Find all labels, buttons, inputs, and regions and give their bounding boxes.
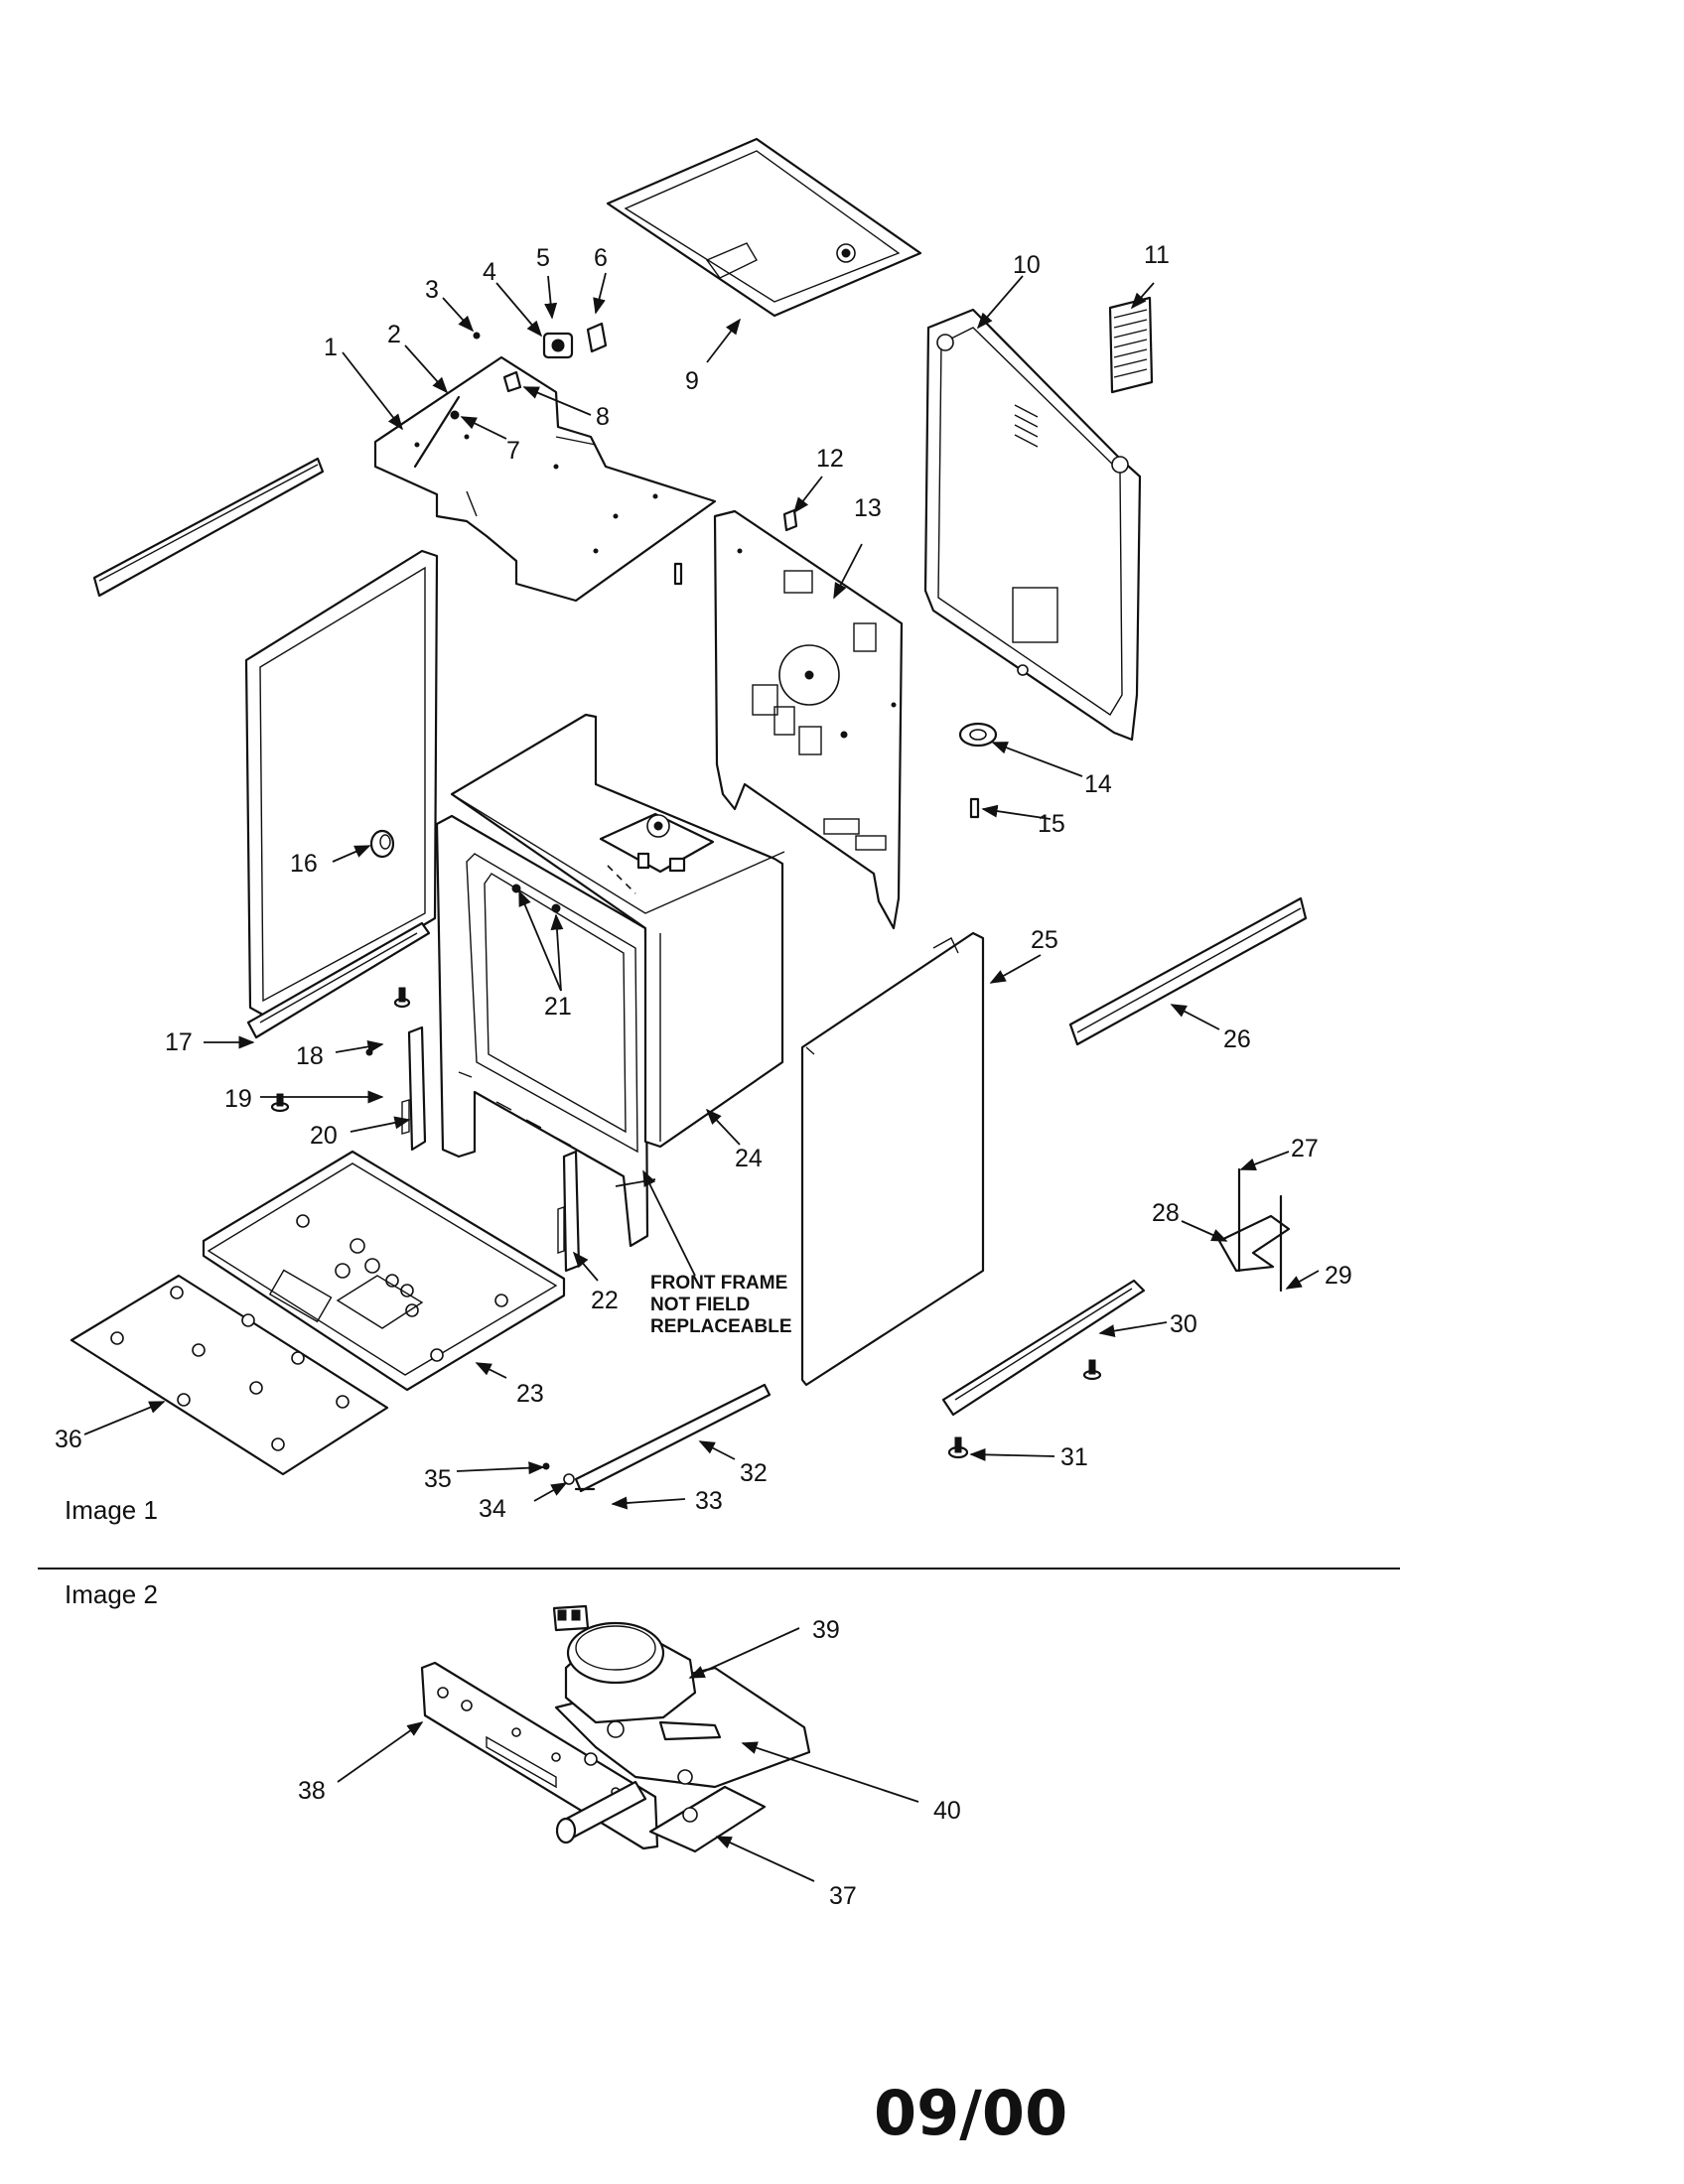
callout-30: 30 [1170, 1310, 1197, 1338]
callout-5: 5 [536, 244, 550, 272]
part-17-left-base-rail [246, 921, 431, 1039]
part-21-screw-b [551, 903, 561, 913]
callout-38: 38 [298, 1777, 326, 1805]
callout-32: 32 [740, 1459, 768, 1487]
part-21-screw-a [511, 884, 521, 893]
image-2-leader-lines [337, 1627, 919, 1882]
part-13-rear-inner-panel [713, 509, 904, 930]
callout-16: 16 [290, 850, 318, 878]
part-34-nut [563, 1473, 575, 1485]
callout-24: 24 [735, 1145, 763, 1172]
leader-lines [83, 272, 1320, 1510]
callout-23: 23 [516, 1380, 544, 1408]
callout-39: 39 [812, 1616, 840, 1644]
note-line-2: NOT FIELD [650, 1295, 750, 1315]
section-label-image-1: Image 1 [65, 1495, 158, 1525]
callout-25: 25 [1031, 926, 1058, 954]
part-oven-cavity [450, 713, 785, 1149]
part-left-side-panel [244, 549, 439, 1020]
part-leveling-foot [393, 987, 411, 1009]
note-line-3: REPLACEABLE [650, 1316, 792, 1337]
part-9-top-panel [606, 137, 922, 318]
part-25-right-side-panel [800, 931, 985, 1387]
part-26-right-trim-rail [1068, 896, 1308, 1046]
callout-9: 9 [685, 367, 699, 395]
callout-8: 8 [596, 403, 610, 431]
callout-20: 20 [310, 1122, 338, 1150]
part-11-vent-grille [1108, 296, 1154, 394]
part-6-clip [586, 322, 608, 353]
callout-13: 13 [854, 494, 882, 522]
part-7-screw [450, 410, 460, 420]
section-label-image-2: Image 2 [65, 1579, 158, 1609]
callout-22: 22 [591, 1287, 619, 1314]
part-tab [673, 562, 683, 586]
callout-17: 17 [165, 1028, 193, 1056]
callout-35: 35 [424, 1465, 452, 1493]
part-15-clip [969, 797, 980, 819]
callout-4: 4 [483, 258, 496, 286]
callout-19: 19 [224, 1085, 252, 1113]
part-23-bottom-tray [202, 1150, 566, 1392]
callout-40: 40 [933, 1797, 961, 1825]
part-20-hinge-bracket [401, 1025, 427, 1152]
part-30-right-base-rail [941, 1279, 1146, 1417]
callout-1: 1 [324, 334, 338, 361]
part-39-thermostat-housing [552, 1604, 697, 1724]
callout-33: 33 [695, 1487, 723, 1515]
callout-2: 2 [387, 321, 401, 348]
part-2-rod [413, 395, 461, 469]
part-32-bottom-rail [574, 1383, 772, 1493]
part-36-bottom-plate [70, 1274, 389, 1476]
callout-37: 37 [829, 1882, 857, 1910]
callout-3: 3 [425, 276, 439, 304]
callout-18: 18 [296, 1042, 324, 1070]
callout-11: 11 [1144, 241, 1170, 269]
part-top-rail [92, 457, 325, 598]
part-22-hinge [557, 1150, 581, 1273]
part-28-bracket [1217, 1214, 1291, 1273]
part-35-screw [542, 1462, 550, 1470]
front-frame-note: FRONT FRAME NOT FIELD REPLACEABLE [650, 1273, 792, 1337]
part-37-base-plate [648, 1785, 767, 1853]
part-burner-valve-assembly [599, 812, 715, 874]
part-18-screw [365, 1048, 373, 1056]
callout-12: 12 [816, 445, 844, 473]
connector-dashed-line [607, 865, 636, 894]
image-1-assembly [70, 137, 1308, 1493]
part-1-control-bracket [373, 355, 717, 603]
shaft [555, 1780, 647, 1844]
part-8-bracket [502, 370, 522, 393]
callout-6: 6 [594, 244, 608, 272]
part-19-foot [270, 1093, 290, 1113]
image-2-callouts: 37 38 39 40 [298, 1616, 961, 1910]
image-2-assembly [420, 1604, 811, 1853]
part-3-screw [473, 332, 481, 340]
callout-29: 29 [1325, 1262, 1352, 1290]
callout-34: 34 [479, 1495, 506, 1523]
part-31-foot [947, 1436, 969, 1459]
part-12-clip [782, 508, 798, 532]
part-leveling-foot-right [1082, 1359, 1102, 1381]
part-4-switch [542, 332, 574, 359]
part-14-grommet [958, 722, 998, 748]
part-10-back-panel [923, 308, 1142, 742]
part-front-frame [435, 814, 649, 1248]
callout-31: 31 [1060, 1443, 1088, 1471]
callout-numbers: 1 2 3 4 5 6 7 8 9 10 11 12 13 14 15 16 1… [55, 241, 1352, 1523]
date-code: 09/00 [874, 2077, 1067, 2149]
callout-15: 15 [1038, 810, 1065, 838]
note-line-1: FRONT FRAME [650, 1273, 787, 1294]
callout-36: 36 [55, 1426, 82, 1453]
callout-27: 27 [1291, 1135, 1319, 1162]
callout-7: 7 [506, 437, 520, 465]
callout-26: 26 [1223, 1025, 1251, 1053]
part-16-plug [369, 829, 395, 859]
callout-28: 28 [1152, 1199, 1180, 1227]
callout-21: 21 [544, 993, 572, 1021]
callout-14: 14 [1084, 770, 1112, 798]
callout-10: 10 [1013, 251, 1041, 279]
